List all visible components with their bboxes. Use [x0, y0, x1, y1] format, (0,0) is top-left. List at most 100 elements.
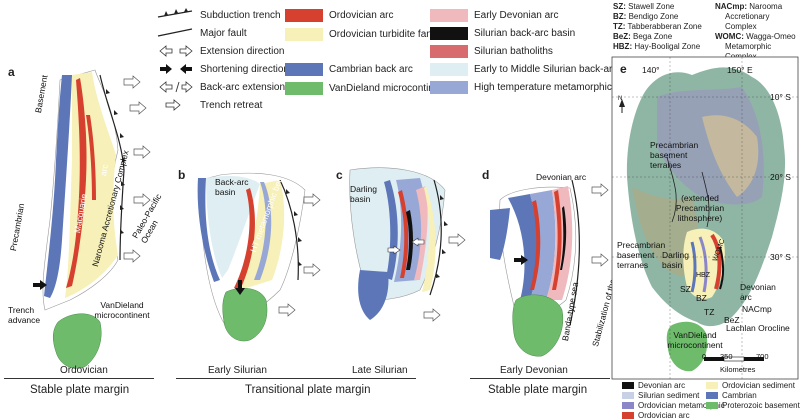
unit-legend-2: Early Devonian arc Silurian back-arc bas…	[430, 6, 644, 96]
divider-line	[470, 378, 610, 379]
legend-silurian-batholiths: Silurian batholiths	[430, 42, 644, 60]
ordovician-turbidite-swatch	[285, 28, 323, 41]
zone-tz: TZ: Tabberabberan Zone	[613, 22, 702, 31]
bl-proterozoic: Proterozoic basement	[706, 400, 800, 410]
panel-d-age: Early Devonian	[500, 365, 568, 376]
symbol-legend: Subduction trench Major fault Extension …	[157, 6, 289, 114]
map-tz: TZ	[704, 307, 715, 317]
bl-silurian-sediment: Silurian sediment	[622, 390, 725, 400]
legend-ordovician-turbidite: Ordovician turbidite fan	[285, 25, 448, 44]
panel-b-backarc-label: Back-arc basin	[215, 177, 249, 197]
legend-backarc-extension: Back-arc extension	[158, 78, 289, 96]
zone-nacmp: NACmp: Narooma	[715, 2, 783, 11]
panel-a-age: Ordovician	[60, 365, 108, 376]
panel-b-map	[197, 172, 321, 342]
panel-b-age: Early Silurian	[208, 365, 267, 376]
map-bez: BeZ	[724, 315, 740, 325]
panel-a-trench-advance-label: Trench advance	[8, 305, 41, 325]
bl-devonian-arc: Devonian arc	[622, 380, 725, 390]
early-devonian-arc-swatch	[430, 8, 468, 22]
bottom-legend-1: Devonian arc Silurian sediment Ordovicia…	[622, 380, 725, 420]
lon-label-140: 140°	[642, 65, 660, 75]
divider-line	[4, 378, 154, 379]
map-hbz: HBZ	[696, 272, 710, 279]
scale-unit: Kilometres	[720, 365, 756, 374]
panel-c-map	[349, 167, 466, 322]
scale-tick-700: 700	[756, 352, 769, 361]
swatch	[622, 411, 634, 419]
legend-subduction-trench: Subduction trench	[157, 6, 289, 24]
panel-b-letter: b	[178, 168, 186, 182]
trench-retreat-icon	[165, 99, 181, 111]
map-precambrian-terranes-2: Precambrian basement terranes	[617, 240, 666, 270]
legend-extension: Extension direction	[158, 42, 289, 60]
legend-ht-metamorphic: High temperature metamorphic belt	[430, 78, 644, 96]
swatch	[622, 401, 634, 409]
extension-arrows-icon	[159, 45, 193, 57]
legend-trench-retreat: Trench retreat	[158, 96, 289, 114]
legend-early-devonian-arc: Early Devonian arc	[430, 6, 644, 24]
panel-c-darling-label: Darling basin	[350, 184, 377, 204]
subduction-trench-icon	[157, 8, 193, 18]
lat-label-30: 30° S	[770, 252, 791, 262]
swatch	[706, 381, 718, 389]
map-lachlan: Lachlan Orocline	[726, 323, 790, 333]
map-bz: BZ	[696, 293, 707, 303]
swatch	[706, 401, 718, 409]
legend-major-fault: Major fault	[157, 24, 289, 42]
legend-vandieland: VanDieland microcontinent	[285, 79, 448, 98]
zone-sz: SZ: Stawell Zone	[613, 2, 675, 11]
bl-cambrian: Cambrian	[706, 390, 800, 400]
bottom-legend-2: Ordovician sediment Cambrian Proterozoic…	[706, 380, 800, 410]
panel-a-vandieland-label: VanDieland microcontinent	[94, 300, 150, 320]
bl-ordovician-metamorphic: Ordovician metamorphic	[622, 400, 725, 410]
zone-legend-left: SZ: Stawell Zone BZ: Bendigo Zone TZ: Ta…	[613, 2, 702, 52]
map-nacmp: NACmp	[742, 304, 772, 314]
backarc-extension-icon	[159, 81, 193, 93]
map-darling: Darling basin	[662, 250, 689, 270]
panel-a-map	[33, 69, 151, 369]
swatch	[622, 381, 634, 389]
bl-ordovician-sediment: Ordovician sediment	[706, 380, 800, 390]
margin-stable-1: Stable plate margin	[30, 384, 130, 396]
legend-cambrian-backarc: Cambrian back arc	[285, 60, 448, 79]
divider-line	[176, 378, 416, 379]
panel-e-map	[611, 56, 799, 380]
bl-ordovician-arc: Ordovician arc	[622, 410, 725, 420]
scale-tick-0: 0	[702, 352, 707, 361]
map-precambrian-terranes: Precambrian basement terranes	[650, 140, 699, 170]
legend-shortening: Shortening direction	[158, 60, 289, 78]
ordovician-arc-swatch	[285, 9, 323, 22]
map-extended: (extended Precambrian lithosphere)	[675, 193, 725, 223]
panel-c-letter: c	[336, 168, 343, 182]
swatch	[706, 391, 718, 399]
map-vandieland: VanDieland microcontinent	[667, 330, 723, 350]
legend-early-middle-silurian: Early to Middle Silurian back-arc basin	[430, 60, 644, 78]
vandieland-swatch	[285, 82, 323, 95]
legend-ordovician-arc: Ordovician arc	[285, 6, 448, 25]
panel-c-age: Late Silurian	[352, 365, 408, 376]
zone-bz: BZ: Bendigo Zone	[613, 12, 679, 21]
panel-d-devonian-arc-label: Devonian arc	[536, 172, 587, 182]
unit-legend-1: Ordovician arc Ordovician turbidite fan …	[285, 6, 448, 98]
panel-d-letter: d	[482, 168, 490, 182]
cambrian-backarc-swatch	[285, 63, 323, 76]
zone-nacmp-2: Accretionary Complex	[725, 12, 770, 31]
shortening-arrows-icon	[160, 64, 192, 74]
silurian-batholiths-swatch	[430, 44, 468, 58]
margin-stable-2: Stable plate margin	[488, 384, 588, 396]
map-sz: SZ	[680, 284, 691, 294]
lon-label-150: 150° E	[727, 65, 753, 75]
panel-a-letter: a	[8, 65, 15, 79]
ht-metamorphic-swatch	[430, 80, 468, 94]
zone-womc: WOMC: Wagga-Omeo	[715, 32, 796, 41]
zone-legend-right: NACmp: Narooma Accretionary Complex WOMC…	[715, 2, 800, 62]
panel-a-arc-label: arc	[98, 163, 110, 177]
swatch	[622, 391, 634, 399]
panel-d-map	[490, 179, 609, 357]
early-middle-silurian-swatch	[430, 62, 468, 76]
scale-tick-350: 350	[720, 352, 733, 361]
lat-label-10: 10° S	[770, 92, 791, 102]
panel-e-letter: e	[620, 62, 627, 76]
zone-womc-2: Metamorphic Complex	[725, 42, 772, 61]
